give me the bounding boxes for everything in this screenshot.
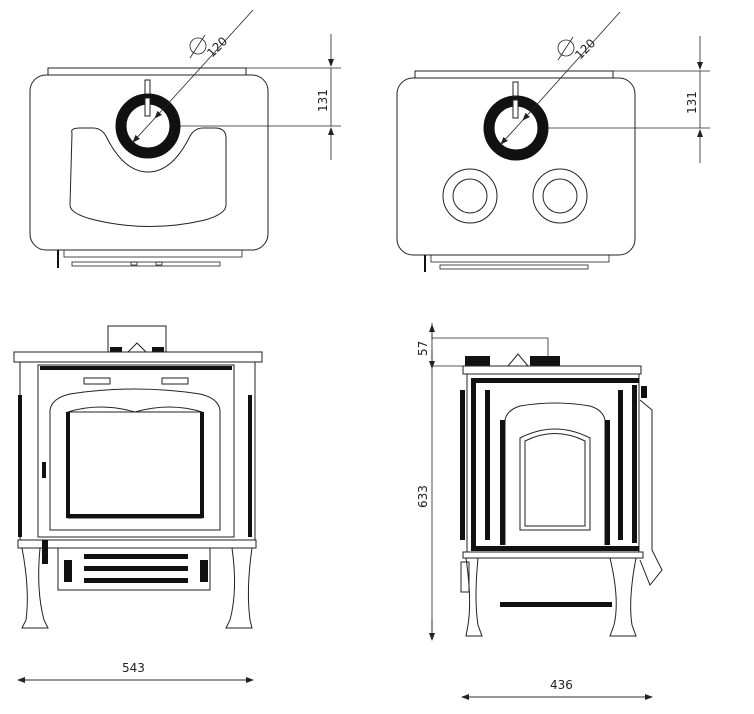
width-label: 543 bbox=[122, 661, 145, 675]
hotplate-left bbox=[442, 168, 498, 224]
base-plate bbox=[17, 539, 257, 549]
hotplate-tray bbox=[69, 127, 227, 227]
front-right-leg bbox=[225, 547, 253, 629]
top-plate bbox=[462, 365, 642, 375]
height-label: 633 bbox=[416, 485, 430, 508]
side-view: 57 633 436 bbox=[416, 323, 663, 700]
flue-offset-label: 131 bbox=[316, 89, 330, 112]
flue-diameter-label: 120 bbox=[204, 34, 230, 60]
top-view-right: 120 131 bbox=[396, 11, 710, 272]
side-door-frame bbox=[504, 402, 606, 545]
ashpan-drawer bbox=[57, 547, 211, 591]
diameter-dimension bbox=[500, 112, 530, 145]
diameter-symbol-icon bbox=[189, 34, 207, 59]
top-plate-rim bbox=[414, 70, 614, 79]
hotplate-right bbox=[532, 168, 588, 224]
diameter-symbol-icon bbox=[557, 36, 575, 61]
front-view: 543 bbox=[13, 325, 263, 683]
door-glass bbox=[67, 411, 203, 519]
flue-offset-label: 131 bbox=[685, 91, 699, 114]
top-view-left: 120 131 bbox=[29, 9, 341, 268]
diameter-dimension bbox=[132, 110, 162, 143]
top-plate-rim bbox=[47, 67, 247, 76]
side-front-leg bbox=[465, 557, 483, 637]
door-frame bbox=[49, 388, 221, 531]
collar-height-label: 57 bbox=[416, 341, 430, 356]
side-back-leg bbox=[609, 557, 637, 637]
front-left-leg bbox=[21, 547, 49, 629]
top-plate bbox=[13, 351, 263, 363]
depth-label: 436 bbox=[550, 678, 573, 692]
side-door-glass bbox=[519, 428, 591, 531]
